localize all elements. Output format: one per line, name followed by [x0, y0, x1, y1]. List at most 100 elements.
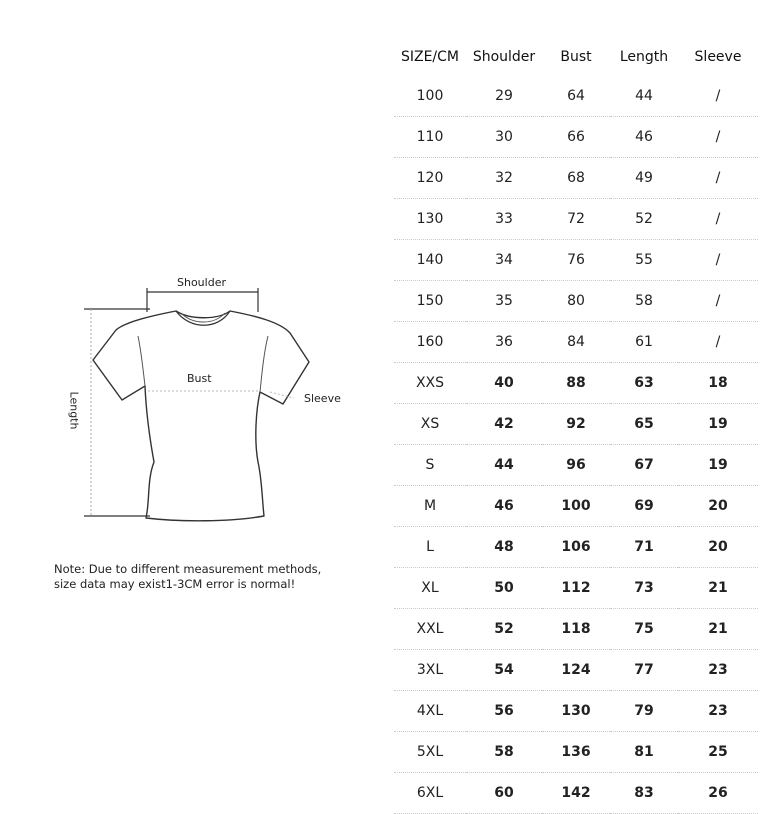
cell-shoulder: 30: [466, 116, 542, 158]
cell-shoulder: 34: [466, 239, 542, 281]
cell-sleeve: 23: [678, 690, 758, 732]
cell-size: 140: [394, 239, 466, 281]
cell-bust: 96: [542, 444, 610, 486]
cell-bust: 72: [542, 198, 610, 240]
cell-shoulder: 40: [466, 362, 542, 404]
cell-size: S: [394, 444, 466, 486]
note-line: Note: Due to different measurement metho…: [54, 562, 322, 576]
header-size: SIZE/CM: [400, 49, 460, 65]
cell-length: 61: [610, 321, 678, 363]
cell-size: 150: [394, 280, 466, 322]
cell-sleeve: /: [678, 239, 758, 281]
cell-bust: 142: [542, 772, 610, 814]
cell-bust: 66: [542, 116, 610, 158]
cell-size: L: [394, 526, 466, 568]
cell-length: 46: [610, 116, 678, 158]
header-bust: Bust: [560, 49, 592, 65]
table-header-row: SIZE/CM Shoulder Bust Length Sleeve: [394, 38, 758, 76]
cell-sleeve: 21: [678, 567, 758, 609]
cell-length: 79: [610, 690, 678, 732]
tshirt-diagram: Shoulder Bust Sleeve Length Note: Due to…: [54, 276, 364, 592]
cell-shoulder: 50: [466, 567, 542, 609]
cell-sleeve: 26: [678, 772, 758, 814]
cell-bust: 84: [542, 321, 610, 363]
cell-size: 100: [394, 76, 466, 117]
cell-length: 55: [610, 239, 678, 281]
cell-size: 5XL: [394, 731, 466, 773]
cell-shoulder: 42: [466, 403, 542, 445]
cell-bust: 64: [542, 76, 610, 117]
cell-bust: 136: [542, 731, 610, 773]
cell-length: 52: [610, 198, 678, 240]
shoulder-label: Shoulder: [177, 276, 226, 289]
cell-length: 65: [610, 403, 678, 445]
cell-sleeve: /: [678, 116, 758, 158]
cell-size: XXS: [394, 362, 466, 404]
cell-shoulder: 46: [466, 485, 542, 527]
cell-length: 81: [610, 731, 678, 773]
cell-size: 160: [394, 321, 466, 363]
cell-size: 110: [394, 116, 466, 158]
header-sleeve: Sleeve: [694, 49, 742, 65]
cell-sleeve: 19: [678, 444, 758, 486]
cell-bust: 106: [542, 526, 610, 568]
cell-bust: 118: [542, 608, 610, 650]
cell-bust: 68: [542, 157, 610, 199]
cell-shoulder: 33: [466, 198, 542, 240]
cell-size: 3XL: [394, 649, 466, 691]
cell-sleeve: 23: [678, 649, 758, 691]
cell-size: XS: [394, 403, 466, 445]
cell-sleeve: /: [678, 157, 758, 199]
cell-length: 67: [610, 444, 678, 486]
cell-bust: 130: [542, 690, 610, 732]
cell-length: 44: [610, 76, 678, 117]
cell-bust: 100: [542, 485, 610, 527]
cell-size: 120: [394, 157, 466, 199]
cell-length: 77: [610, 649, 678, 691]
cell-bust: 92: [542, 403, 610, 445]
cell-sleeve: 18: [678, 362, 758, 404]
cell-sleeve: /: [678, 321, 758, 363]
cell-bust: 76: [542, 239, 610, 281]
length-label: Length: [67, 391, 81, 430]
tshirt-outline-icon: [84, 288, 310, 522]
cell-sleeve: 20: [678, 526, 758, 568]
cell-shoulder: 48: [466, 526, 542, 568]
cell-shoulder: 35: [466, 280, 542, 322]
bust-label: Bust: [187, 372, 212, 385]
note-line: size data may exist1-3CM error is normal…: [54, 577, 296, 591]
cell-shoulder: 56: [466, 690, 542, 732]
cell-bust: 88: [542, 362, 610, 404]
cell-size: 4XL: [394, 690, 466, 732]
cell-sleeve: 20: [678, 485, 758, 527]
cell-shoulder: 29: [466, 76, 542, 117]
cell-sleeve: /: [678, 280, 758, 322]
cell-sleeve: /: [678, 76, 758, 117]
cell-bust: 80: [542, 280, 610, 322]
measurement-note: Note: Due to different measurement metho…: [54, 562, 364, 592]
cell-size: M: [394, 485, 466, 527]
cell-shoulder: 60: [466, 772, 542, 814]
cell-sleeve: 25: [678, 731, 758, 773]
cell-sleeve: 21: [678, 608, 758, 650]
cell-length: 69: [610, 485, 678, 527]
sleeve-label: Sleeve: [304, 392, 341, 405]
cell-size: XXL: [394, 608, 466, 650]
cell-shoulder: 44: [466, 444, 542, 486]
cell-length: 83: [610, 772, 678, 814]
